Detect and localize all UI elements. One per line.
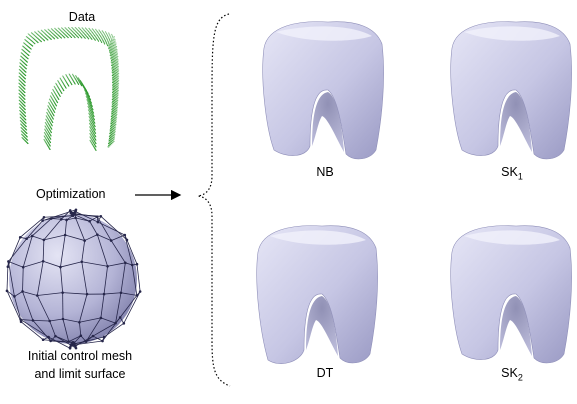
mesh-vertex [78,321,81,324]
mesh-vertex [124,234,127,237]
point-cloud-scanline [25,38,113,153]
mesh-vertex [124,262,127,265]
mesh-vertex [69,209,72,212]
mesh-vertex [106,265,109,268]
mesh-vertex [42,338,45,341]
mesh-vertex [96,233,99,236]
mesh-vertex [62,318,65,321]
surface-sk2 [451,226,572,363]
mesh-vertex [119,316,122,319]
surface-dt [257,226,378,364]
mesh-vertex [131,264,134,267]
mesh-vertex [103,293,106,296]
point-cloud-scanline [21,32,116,147]
point-cloud-scanline [22,33,115,148]
mesh-vertex [86,293,89,296]
point-cloud-scanline [22,33,115,148]
mesh-vertex [25,237,28,240]
initial-control-mesh [6,208,142,349]
mesh-vertex [67,340,70,343]
mesh-vertex [100,317,103,320]
mesh-vertex [47,336,50,339]
mesh-vertex [123,322,126,325]
mesh-vertex [126,239,129,242]
point-cloud-scanline [24,36,114,151]
surface-body [451,226,572,363]
point-cloud-scanline [25,37,113,151]
surface-nb [263,22,384,159]
mesh-vertex [7,265,10,268]
mesh-vertex [6,290,9,293]
mesh-vertex [7,260,10,263]
mesh-vertex [54,335,57,338]
mesh-vertex [73,343,76,346]
mesh-vertex [101,340,104,343]
mesh-vertex [97,221,100,224]
mesh-vertex [100,215,103,218]
mesh-vertex [74,345,77,348]
mesh-vertex [64,234,67,237]
mesh-vertex [74,210,77,213]
mesh-vertex [70,212,73,215]
mesh-vertex [80,334,83,337]
mesh-vertex [19,236,22,239]
mesh-vertex [36,294,39,297]
mesh-vertex [80,260,83,263]
mesh-vertex [70,343,73,346]
results-brace [198,14,230,386]
mesh-vertex [43,239,46,242]
mesh-vertex [21,290,24,293]
mesh-vertex [65,219,68,222]
point-cloud-scanline [23,35,114,150]
point-cloud-scanline [19,28,119,143]
mesh-vertex [139,290,142,293]
mesh-edge [7,267,8,291]
point-cloud-scanline [21,31,116,146]
point-cloud-scanline [22,32,116,147]
mesh-vertex [19,318,22,321]
point-cloud-scanline [23,34,115,148]
mesh-vertex [42,260,45,263]
mesh-vertex [43,216,46,219]
mesh-vertex [31,235,34,238]
mesh-vertex [92,335,95,338]
mesh-vertex [74,217,77,220]
point-cloud-scanline [21,30,117,145]
mesh-vertex [88,220,91,223]
mesh-vertex [120,291,123,294]
mesh-vertex [59,266,62,269]
mesh-vertex [60,218,63,221]
mesh-vertex [32,319,35,322]
mesh-vertex [96,216,99,219]
mesh-vertex [103,336,106,339]
mesh-edge [137,264,140,291]
surface-body [257,226,378,364]
surface-body [451,22,572,159]
mesh-vertex [48,320,51,323]
mesh-vertex [50,217,53,220]
mesh-vertex [13,295,16,298]
mesh-vertex [22,266,25,269]
mesh-vertex [41,219,44,222]
point-cloud-scanline [20,30,117,144]
point-cloud-scanline [24,36,113,151]
point-cloud-scanline [23,35,114,150]
mesh-vertex [49,340,52,343]
mesh-vertex [61,291,64,294]
mesh-vertex [73,213,76,216]
mesh-vertex [110,239,113,242]
surface-sk1 [451,22,572,159]
mesh-vertex [136,263,139,266]
surface-body [263,22,384,159]
point-cloud-data [19,28,119,153]
mesh-vertex [83,239,86,242]
